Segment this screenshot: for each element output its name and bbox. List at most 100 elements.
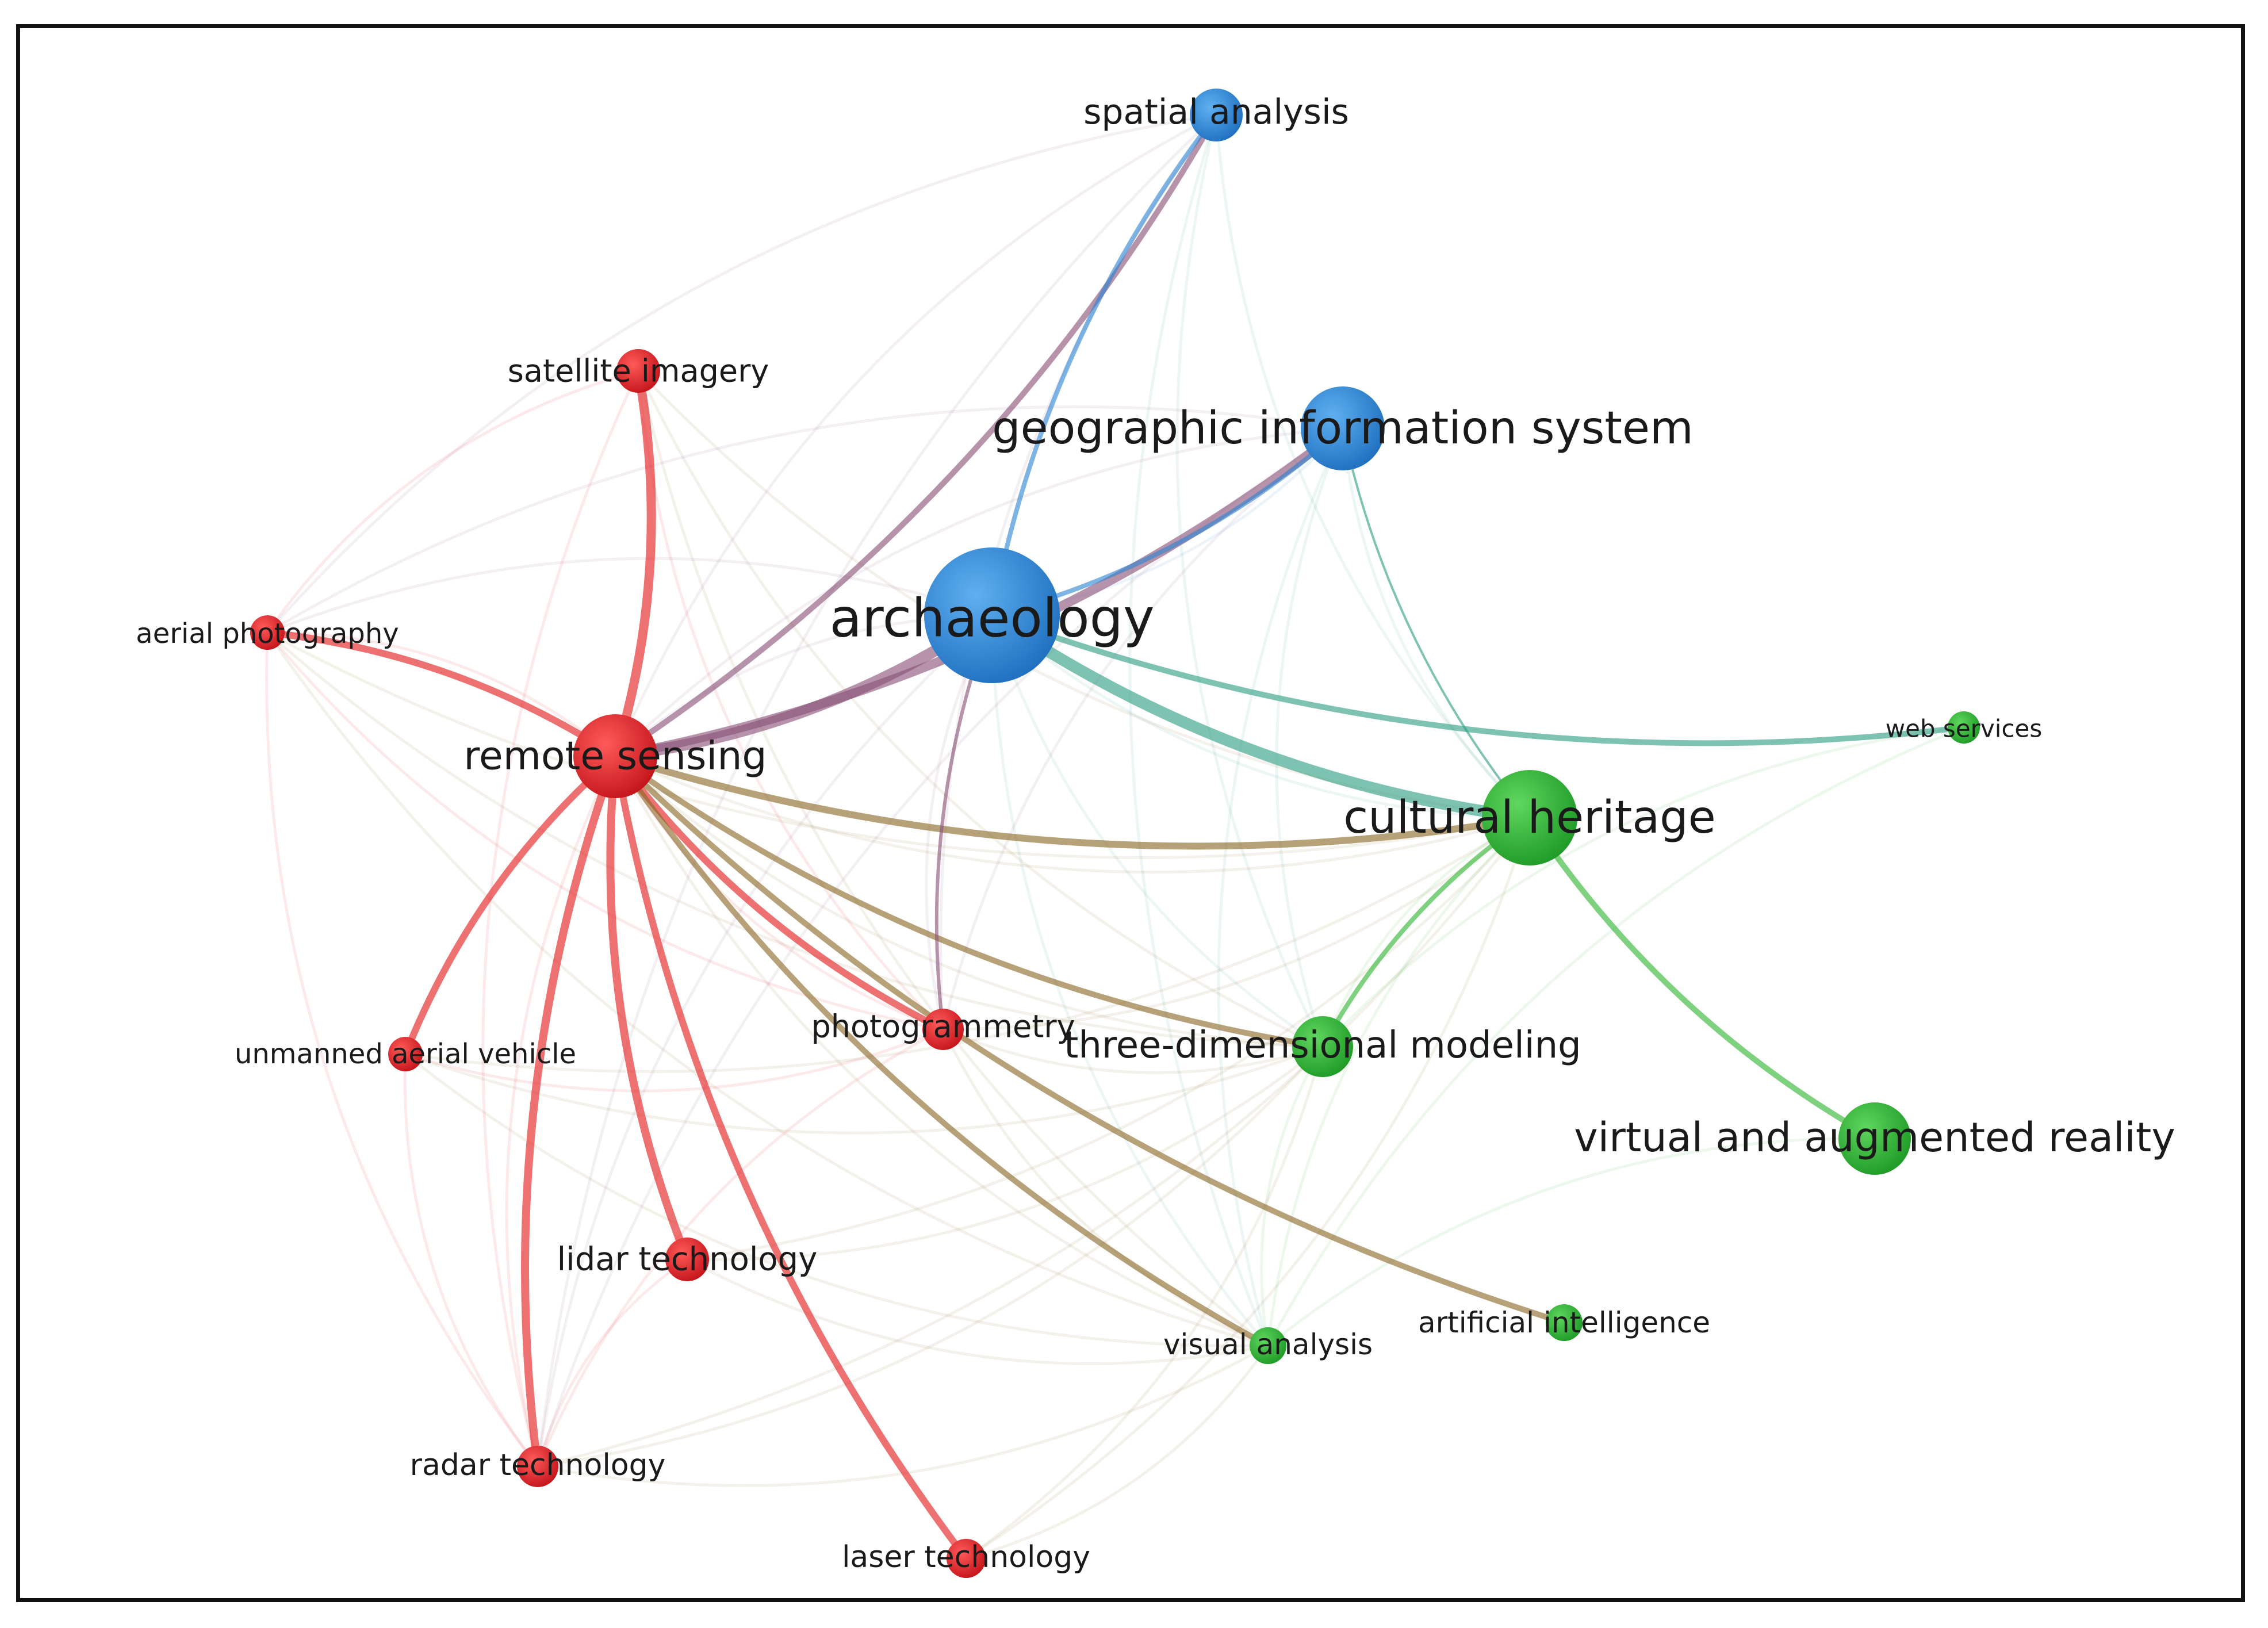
faint-link-web-modeling — [1321, 726, 1964, 1048]
label-aerial: aerial photography — [136, 618, 399, 650]
label-laser: laser technology — [842, 1540, 1090, 1575]
nodes-layer — [250, 89, 1980, 1578]
node-heritage[interactable] — [1482, 770, 1577, 865]
faint-link-photogrammetry-visual — [941, 1028, 1269, 1347]
node-remote[interactable] — [573, 714, 657, 798]
faint-link-gis-visual — [1217, 427, 1344, 1346]
faint-link-archaeology-visual — [990, 615, 1269, 1347]
faint-link-lidar-radar — [536, 1258, 688, 1467]
node-photogrammetry[interactable] — [922, 1009, 964, 1050]
faint-link-uav-modeling — [405, 1045, 1323, 1135]
faint-link-radar-visual — [537, 1344, 1269, 1487]
node-web[interactable] — [1948, 711, 1980, 744]
label-uav: unmanned aerial vehicle — [235, 1038, 576, 1070]
label-ai: artificial intelligence — [1418, 1306, 1710, 1339]
faint-link-laser-modeling — [965, 1046, 1324, 1560]
faint-link-lidar-modeling — [687, 1045, 1324, 1261]
node-gis[interactable] — [1301, 386, 1385, 470]
faint-link-spatial-aerial — [266, 113, 1217, 634]
faint-link-gis-heritage — [1341, 428, 1531, 819]
faint-link-spatial-heritage — [1215, 114, 1531, 819]
node-modeling[interactable] — [1292, 1016, 1353, 1077]
node-var[interactable] — [1838, 1102, 1911, 1175]
node-spatial[interactable] — [1190, 89, 1243, 141]
faint-link-spatial-remote — [614, 113, 1217, 757]
faint-link-aerial-radar — [265, 632, 539, 1468]
link-archaeology-web — [989, 612, 1967, 746]
label-radar: radar technology — [410, 1448, 666, 1483]
label-photogrammetry: photogrammetry — [811, 1009, 1075, 1045]
faint-link-remote-visual — [614, 755, 1269, 1347]
node-aerial[interactable] — [250, 615, 285, 650]
link-remote-ai — [612, 753, 1567, 1326]
link-remote-heritage — [612, 753, 1533, 850]
node-uav[interactable] — [388, 1037, 423, 1071]
link-remote-laser — [612, 753, 970, 1562]
faint-link-spatial-modeling — [1175, 114, 1324, 1048]
faint-link-gis-modeling — [1275, 428, 1344, 1047]
links-layer — [264, 112, 1967, 1562]
faint-link-radar-modeling — [537, 1045, 1324, 1468]
link-gis-heritage — [1342, 427, 1531, 819]
faint-link-uav-radar — [403, 1054, 539, 1468]
label-var: virtual and augmented reality — [1574, 1114, 2175, 1161]
faint-link-remote-aerial — [267, 631, 616, 757]
label-lidar: lidar technology — [557, 1241, 818, 1278]
link-remote-lidar — [606, 752, 691, 1263]
link-remote-satellite — [611, 366, 656, 761]
label-spatial: spatial analysis — [1083, 92, 1349, 132]
label-modeling: three-dimensional modeling — [1064, 1024, 1581, 1067]
faint-link-archaeology-radar — [536, 614, 993, 1467]
node-visual[interactable] — [1250, 1327, 1286, 1364]
faint-link-laser-heritage — [965, 817, 1531, 1560]
node-laser[interactable] — [947, 1539, 986, 1578]
link-remote-uav — [402, 753, 619, 1058]
link-remote-spatial — [612, 112, 1219, 759]
link-heritage-var — [1527, 815, 1878, 1141]
link-remote-photogrammetry — [612, 753, 947, 1033]
faint-link-laser-visual — [966, 1344, 1270, 1560]
node-ai[interactable] — [1546, 1304, 1583, 1341]
faint-link-var-visual — [1267, 1137, 1875, 1347]
faint-link-satellite-radar — [481, 370, 640, 1467]
faint-link-gis-remote — [614, 427, 1343, 757]
faint-link-uav-visual — [404, 1053, 1269, 1347]
faint-link-aerial-modeling — [266, 631, 1323, 1048]
faint-link-uav-photogrammetry — [405, 1028, 944, 1093]
label-remote: remote sensing — [463, 734, 767, 779]
faint-link-satellite-aerial — [266, 369, 639, 634]
faint-link-remote-radar — [505, 755, 617, 1467]
link-spatial-archaeology — [990, 113, 1219, 618]
faint-link-archaeology-aerial — [267, 557, 993, 634]
label-web: web services — [1886, 715, 2043, 743]
faint-link-heritage-visual — [1266, 817, 1531, 1346]
faint-link-gis-aerial — [266, 405, 1343, 634]
label-heritage: cultural heritage — [1343, 792, 1715, 844]
node-satellite[interactable] — [616, 349, 660, 393]
faint-link-remote-modeling — [614, 755, 1323, 1048]
faint-link-archaeology-modeling — [990, 615, 1324, 1048]
faint-link-modeling-visual — [1260, 1045, 1324, 1346]
faint-link-satellite-visual — [637, 370, 1269, 1347]
faint-link-aerial-heritage — [266, 631, 1530, 859]
node-radar[interactable] — [517, 1446, 558, 1487]
link-remote-modeling — [612, 753, 1325, 1049]
faint-link-photogrammetry-radar — [536, 1028, 944, 1467]
faint-link-photogrammetry-modeling — [943, 1028, 1323, 1074]
network-frame — [16, 24, 2245, 1602]
faint-link-uav-heritage — [405, 816, 1531, 1073]
link-remote-visual — [612, 753, 1271, 1349]
node-lidar[interactable] — [665, 1238, 709, 1281]
faint-link-archaeology-heritage — [991, 614, 1530, 819]
faint-link-photogrammetry-heritage — [943, 817, 1531, 1031]
label-gis: geographic information system — [992, 403, 1694, 454]
link-remote-radar — [521, 752, 619, 1470]
faint-link-remote-heritage — [614, 754, 1530, 874]
link-archaeology-heritage — [986, 610, 1535, 823]
faint-link-gis-photogrammetry — [941, 427, 1344, 1030]
node-archaeology[interactable] — [924, 547, 1060, 683]
link-remote-aerial — [264, 629, 619, 760]
faint-link-lidar-heritage — [687, 817, 1531, 1261]
